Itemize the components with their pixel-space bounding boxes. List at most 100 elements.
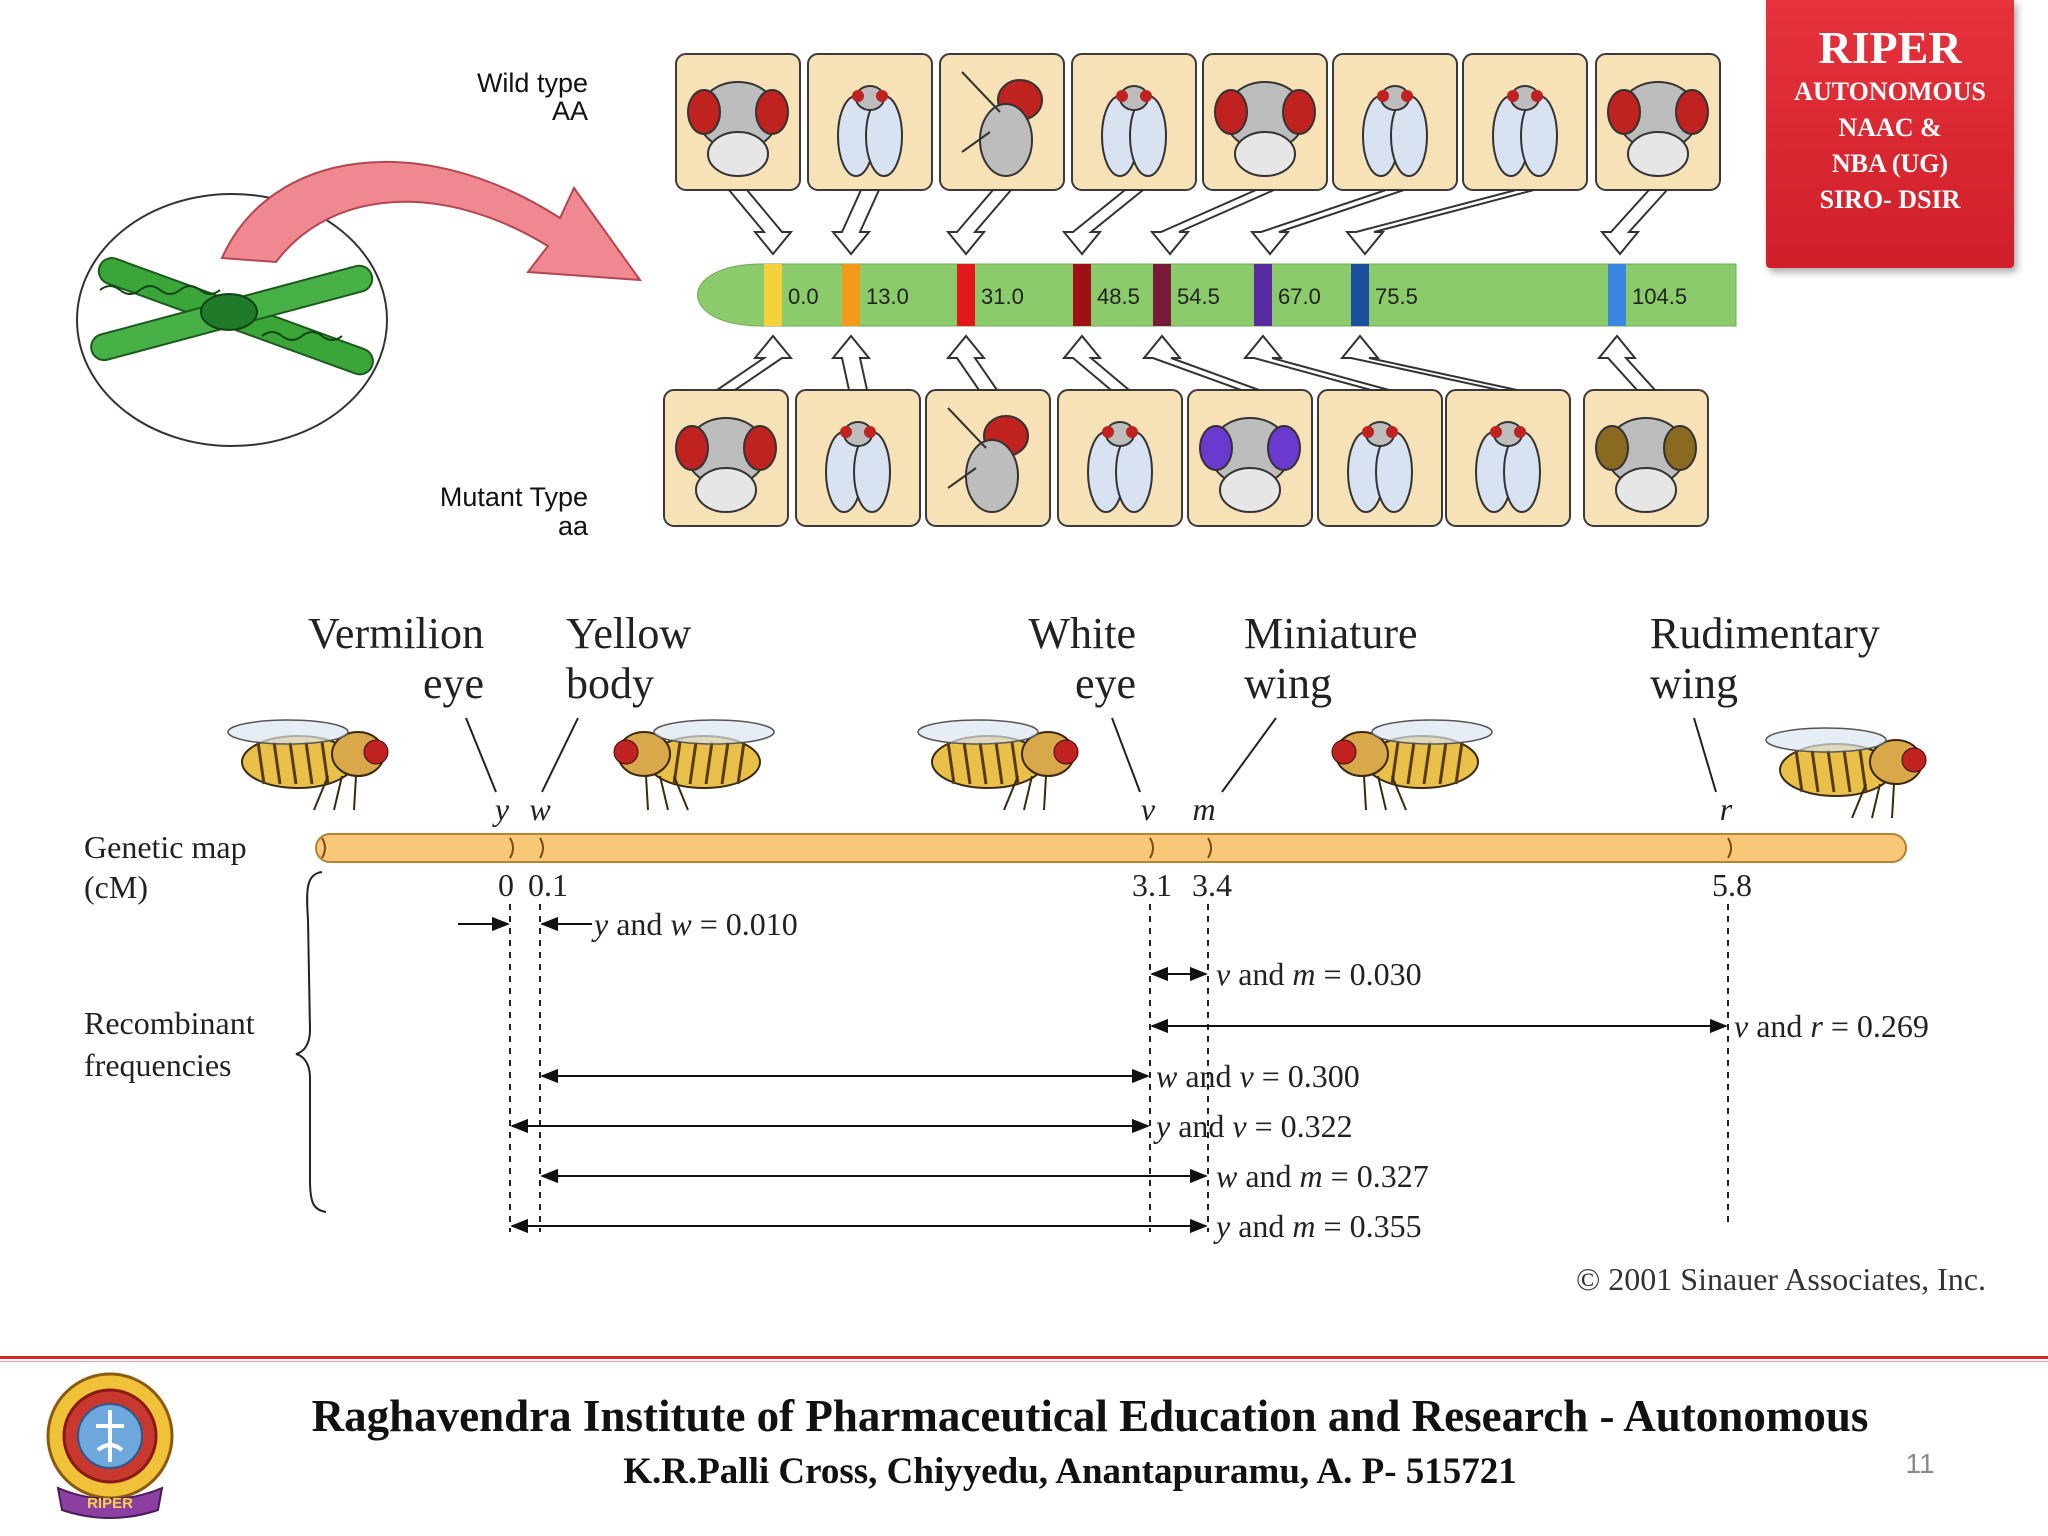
riper-badge: RIPER AUTONOMOUS NAAC & NBA (UG) SIRO- D… <box>1766 0 2014 268</box>
position-label: 31.0 <box>981 284 1024 309</box>
fly-illustration <box>1331 719 1493 811</box>
page-number: 11 <box>1905 1448 1935 1479</box>
genetic-map-diagram: Wild type AA Mutant Type aa 0.0 13.0 31.0 4… <box>76 53 1986 1297</box>
recombinant-brace <box>295 871 327 1213</box>
gene-name: Vermilion <box>308 609 484 658</box>
genetic-map-label: Genetic map <box>84 829 247 865</box>
fly-illustration <box>227 719 389 811</box>
connector-arrow <box>945 334 999 391</box>
fly-illustrations <box>227 719 1927 819</box>
map-tick <box>321 837 326 859</box>
wild-panel-4 <box>1061 53 1197 256</box>
position-label: 0.0 <box>788 284 819 309</box>
wild-type-label: Wild type <box>477 68 588 98</box>
institute-logo: RIPER <box>46 1372 174 1519</box>
gene-trait: eye <box>1075 659 1136 708</box>
position-label: 54.5 <box>1177 284 1220 309</box>
mutant-type-panels <box>663 334 1709 527</box>
badge-line-siro: SIRO- DSIR <box>1819 185 1961 214</box>
gene-symbol: r <box>1720 791 1733 827</box>
band-1 <box>764 264 782 326</box>
footer-rule-thin <box>0 1361 2048 1362</box>
gene-symbol: w <box>529 791 551 827</box>
mutant-type-genotype: aa <box>558 511 589 541</box>
map-ticks <box>321 837 1732 859</box>
connector-arrow <box>1249 189 1405 256</box>
wild-type-panels <box>675 53 1721 256</box>
chromosome-illustration <box>76 193 388 447</box>
position-label: 48.5 <box>1097 284 1140 309</box>
mutant-type-label: Mutant Type <box>440 482 588 512</box>
position-label: 67.0 <box>1278 284 1321 309</box>
map-position: 0 <box>498 867 514 903</box>
connector-arrow <box>726 189 794 256</box>
pointer-arrow <box>220 160 643 282</box>
mutant-panel-7 <box>1339 334 1571 527</box>
genetic-map-unit: (cM) <box>84 869 148 905</box>
badge-line-nba: NBA (UG) <box>1831 149 1949 178</box>
gene-labels: VermilioneyeYellowbodyWhiteeyeMiniaturew… <box>308 609 1880 708</box>
label-pointers <box>465 717 1717 793</box>
badge-brand: RIPER <box>1818 22 1962 73</box>
fly-illustration <box>613 719 775 811</box>
fly-illustration <box>1765 727 1927 819</box>
connector-arrow <box>1141 334 1260 391</box>
mutant-panel-6 <box>1242 334 1443 527</box>
band-2 <box>842 264 860 326</box>
mutant-panel-5 <box>1141 334 1313 527</box>
band-8 <box>1608 264 1626 326</box>
wild-panel-5 <box>1149 53 1328 256</box>
connector-arrow <box>1149 189 1275 256</box>
connector-arrow <box>830 189 881 256</box>
position-label: 75.5 <box>1375 284 1418 309</box>
connector-arrow <box>1596 334 1658 391</box>
logo-text: RIPER <box>87 1495 133 1512</box>
institute-name: Raghavendra Institute of Pharmaceutical … <box>311 1391 1869 1441</box>
mutant-panel-3 <box>925 334 1051 527</box>
map-tick <box>1207 837 1212 859</box>
gene-symbol: y <box>492 791 510 827</box>
copyright-note: © 2001 Sinauer Associates, Inc. <box>1576 1261 1986 1297</box>
wild-panel-7 <box>1344 53 1588 256</box>
wild-type-genotype: AA <box>552 96 588 126</box>
map-position: 3.1 <box>1132 867 1172 903</box>
connector-arrow <box>1061 334 1132 391</box>
band-6 <box>1254 264 1272 326</box>
gene-trait: wing <box>1650 659 1738 708</box>
wild-panel-8 <box>1595 53 1721 256</box>
connector-arrow <box>1339 334 1518 391</box>
mutant-panel-2 <box>795 334 921 527</box>
map-tick <box>1727 837 1732 859</box>
gene-trait: wing <box>1244 659 1332 708</box>
position-label: 13.0 <box>866 284 909 309</box>
connector-arrow <box>1599 189 1670 256</box>
connector-arrow <box>1344 189 1535 256</box>
map-position: 3.4 <box>1192 867 1232 903</box>
badge-line-autonomous: AUTONOMOUS <box>1794 77 1986 106</box>
map-tick <box>509 837 514 859</box>
position-guides <box>509 904 1729 1232</box>
mutant-panel-8 <box>1583 334 1709 527</box>
band-5 <box>1153 264 1171 326</box>
genetic-map-bar <box>315 833 1907 863</box>
institute-address: K.R.Palli Cross, Chiyyedu, Anantapuramu,… <box>623 1451 1517 1492</box>
wild-panel-3 <box>939 53 1065 256</box>
wild-panel-6 <box>1249 53 1458 256</box>
frequencies-label: frequencies <box>84 1047 231 1083</box>
connector-arrow <box>830 334 872 391</box>
connector-arrow <box>1061 189 1146 256</box>
gene-name: Rudimentary <box>1650 609 1880 658</box>
recombinant-label: Recombinant <box>84 1005 255 1041</box>
gene-name: White <box>1028 609 1136 658</box>
map-tick <box>1149 837 1154 859</box>
footer-rule <box>0 1356 2048 1359</box>
